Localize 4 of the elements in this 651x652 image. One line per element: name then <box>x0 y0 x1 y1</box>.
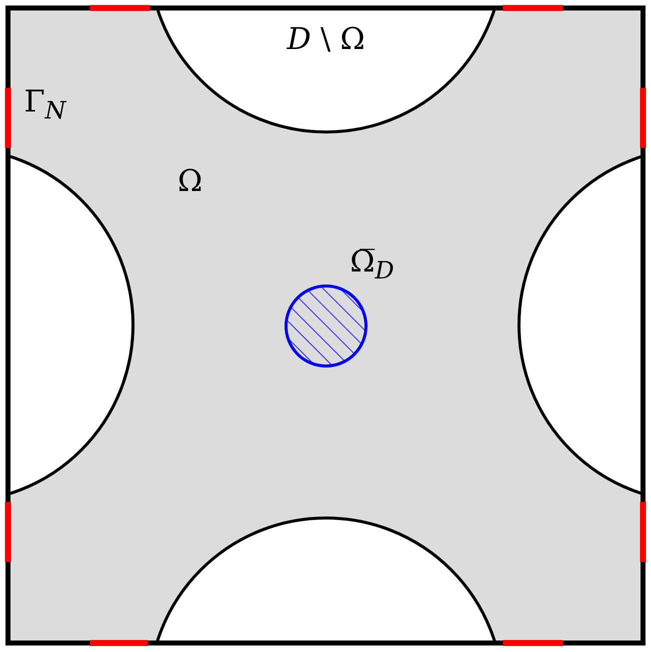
math-label: Ω <box>178 167 202 197</box>
math-label: Ω̅$_{D}$ <box>350 248 394 282</box>
math-label: Γ$_{N}$ <box>24 88 66 122</box>
math-label: D \ Ω <box>286 25 366 55</box>
